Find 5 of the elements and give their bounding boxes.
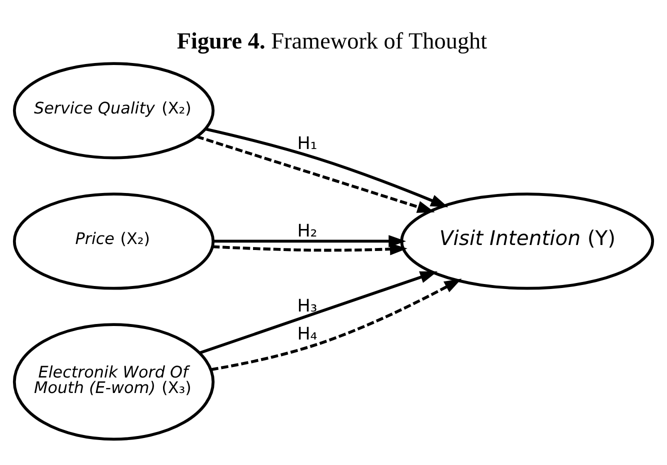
edge-label: H₁ (297, 134, 318, 154)
edge-label: H₃ (297, 296, 318, 317)
edge-label: H₄ (297, 324, 318, 344)
diagram-title: Figure 4. Framework of Thought (176, 28, 488, 55)
edge-label: H₂ (297, 221, 318, 242)
